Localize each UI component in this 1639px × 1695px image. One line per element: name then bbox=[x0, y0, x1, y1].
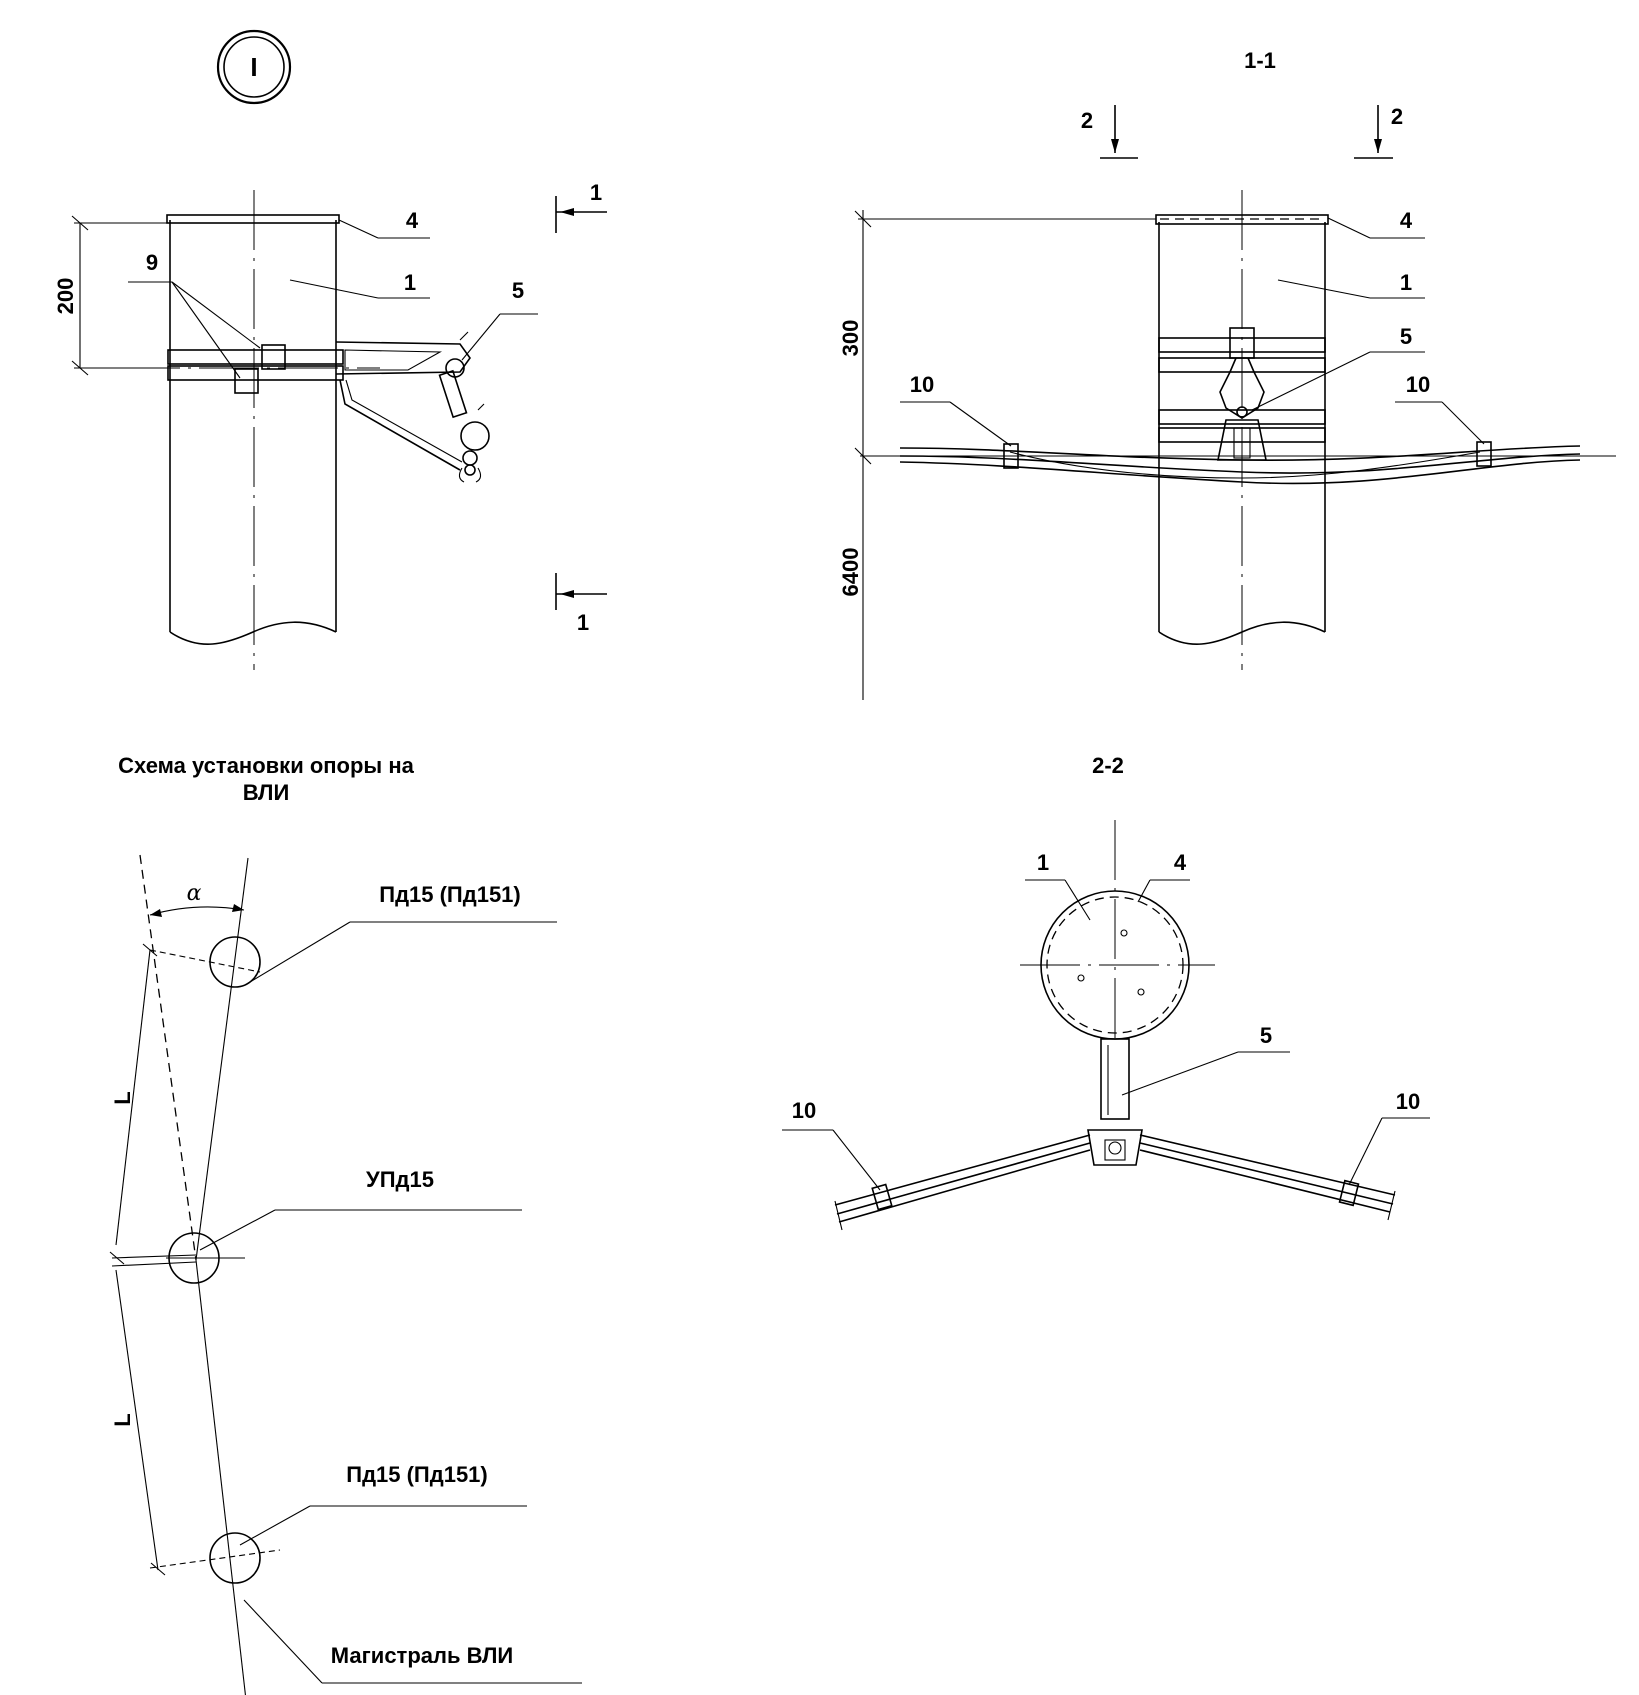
cut-marker-1-top: 1 bbox=[555, 180, 607, 233]
bracket-plan-2-2 bbox=[1087, 1038, 1143, 1166]
label-4-view-i: 4 bbox=[406, 208, 419, 233]
leaders-section-1-1: 4 1 5 10 10 bbox=[900, 208, 1485, 447]
alpha-arc: α bbox=[149, 881, 245, 917]
span-dimensions: L L bbox=[109, 943, 197, 1576]
cut-marker-2-left: 2 bbox=[1081, 105, 1138, 159]
scheme-title-line1: Схема установки опоры на bbox=[118, 753, 414, 778]
label-1-view-i: 1 bbox=[404, 270, 416, 295]
label-5-section-2-2: 5 bbox=[1260, 1023, 1272, 1048]
label-pole-bottom: Пд15 (Пд151) bbox=[346, 1462, 488, 1487]
cut-2-right-label: 2 bbox=[1391, 104, 1403, 129]
pole-section-1-1 bbox=[1155, 190, 1329, 670]
alpha-label: α bbox=[187, 881, 202, 906]
pole-bottom-symbol bbox=[209, 1532, 261, 1584]
label-pole-middle: УПд15 bbox=[366, 1167, 434, 1192]
cut-2-left-label: 2 bbox=[1081, 108, 1093, 133]
section-1-1-title: 1-1 bbox=[1244, 48, 1276, 73]
dim-200: 200 bbox=[53, 278, 78, 315]
label-5-view-i: 5 bbox=[512, 278, 524, 303]
sleeve-left-2-2 bbox=[871, 1183, 893, 1211]
scheme-leaders: Пд15 (Пд151) УПд15 Пд15 (Пд151) Магистра… bbox=[199, 882, 582, 1684]
section-1-1: 1-1 2 2 bbox=[838, 48, 1616, 700]
view-i: I bbox=[53, 29, 607, 670]
span-l-bottom: L bbox=[110, 1413, 135, 1426]
label-9: 9 bbox=[146, 250, 158, 275]
cut-1-top-label: 1 bbox=[590, 180, 602, 205]
section-2-2-title: 2-2 bbox=[1092, 753, 1124, 778]
label-5-section-1-1: 5 bbox=[1400, 324, 1412, 349]
label-1-section-1-1: 1 bbox=[1400, 270, 1412, 295]
dimension-200: 200 bbox=[53, 215, 168, 376]
sleeve-right-1-1 bbox=[1476, 441, 1492, 467]
dimension-300-6400: 300 6400 bbox=[838, 210, 1156, 700]
label-1-section-2-2: 1 bbox=[1037, 850, 1049, 875]
dim-300: 300 bbox=[838, 320, 863, 357]
bracket-view-i bbox=[335, 331, 490, 483]
sleeve-right-2-2 bbox=[1338, 1179, 1360, 1207]
label-4-section-2-2: 4 bbox=[1174, 850, 1187, 875]
leaders-section-2-2: 1 4 5 10 10 bbox=[782, 850, 1430, 1191]
label-main-line: Магистраль ВЛИ bbox=[331, 1643, 513, 1668]
installation-scheme: Схема установки опоры на ВЛИ α L L bbox=[109, 753, 582, 1695]
scheme-title-line2: ВЛИ bbox=[243, 780, 290, 805]
view-marker: I bbox=[216, 29, 292, 105]
sleeve-left-1-1 bbox=[1003, 443, 1019, 469]
pole-top-symbol bbox=[209, 936, 261, 988]
conductors-plan-2-2 bbox=[834, 1134, 1396, 1231]
cut-marker-1-bottom: 1 bbox=[555, 573, 607, 635]
label-10-right-section-1-1: 10 bbox=[1406, 372, 1430, 397]
span-l-top: L bbox=[110, 1091, 135, 1104]
view-marker-label: I bbox=[250, 52, 257, 82]
cut-1-bottom-label: 1 bbox=[577, 610, 589, 635]
label-10-left-section-1-1: 10 bbox=[910, 372, 934, 397]
cut-marker-2-right: 2 bbox=[1354, 104, 1403, 159]
leaders-view-i: 4 1 5 9 bbox=[128, 208, 538, 379]
pole-view-i bbox=[166, 190, 340, 670]
line-route bbox=[139, 854, 281, 1695]
section-2-2: 2-2 1 bbox=[782, 753, 1430, 1231]
label-4-section-1-1: 4 bbox=[1400, 208, 1413, 233]
label-pole-top: Пд15 (Пд151) bbox=[379, 882, 521, 907]
dim-6400: 6400 bbox=[838, 548, 863, 597]
label-10-right-section-2-2: 10 bbox=[1396, 1089, 1420, 1114]
pole-middle-symbol bbox=[166, 1232, 245, 1284]
label-10-left-section-2-2: 10 bbox=[792, 1098, 816, 1123]
conductor-bundle-1-1 bbox=[860, 441, 1616, 485]
